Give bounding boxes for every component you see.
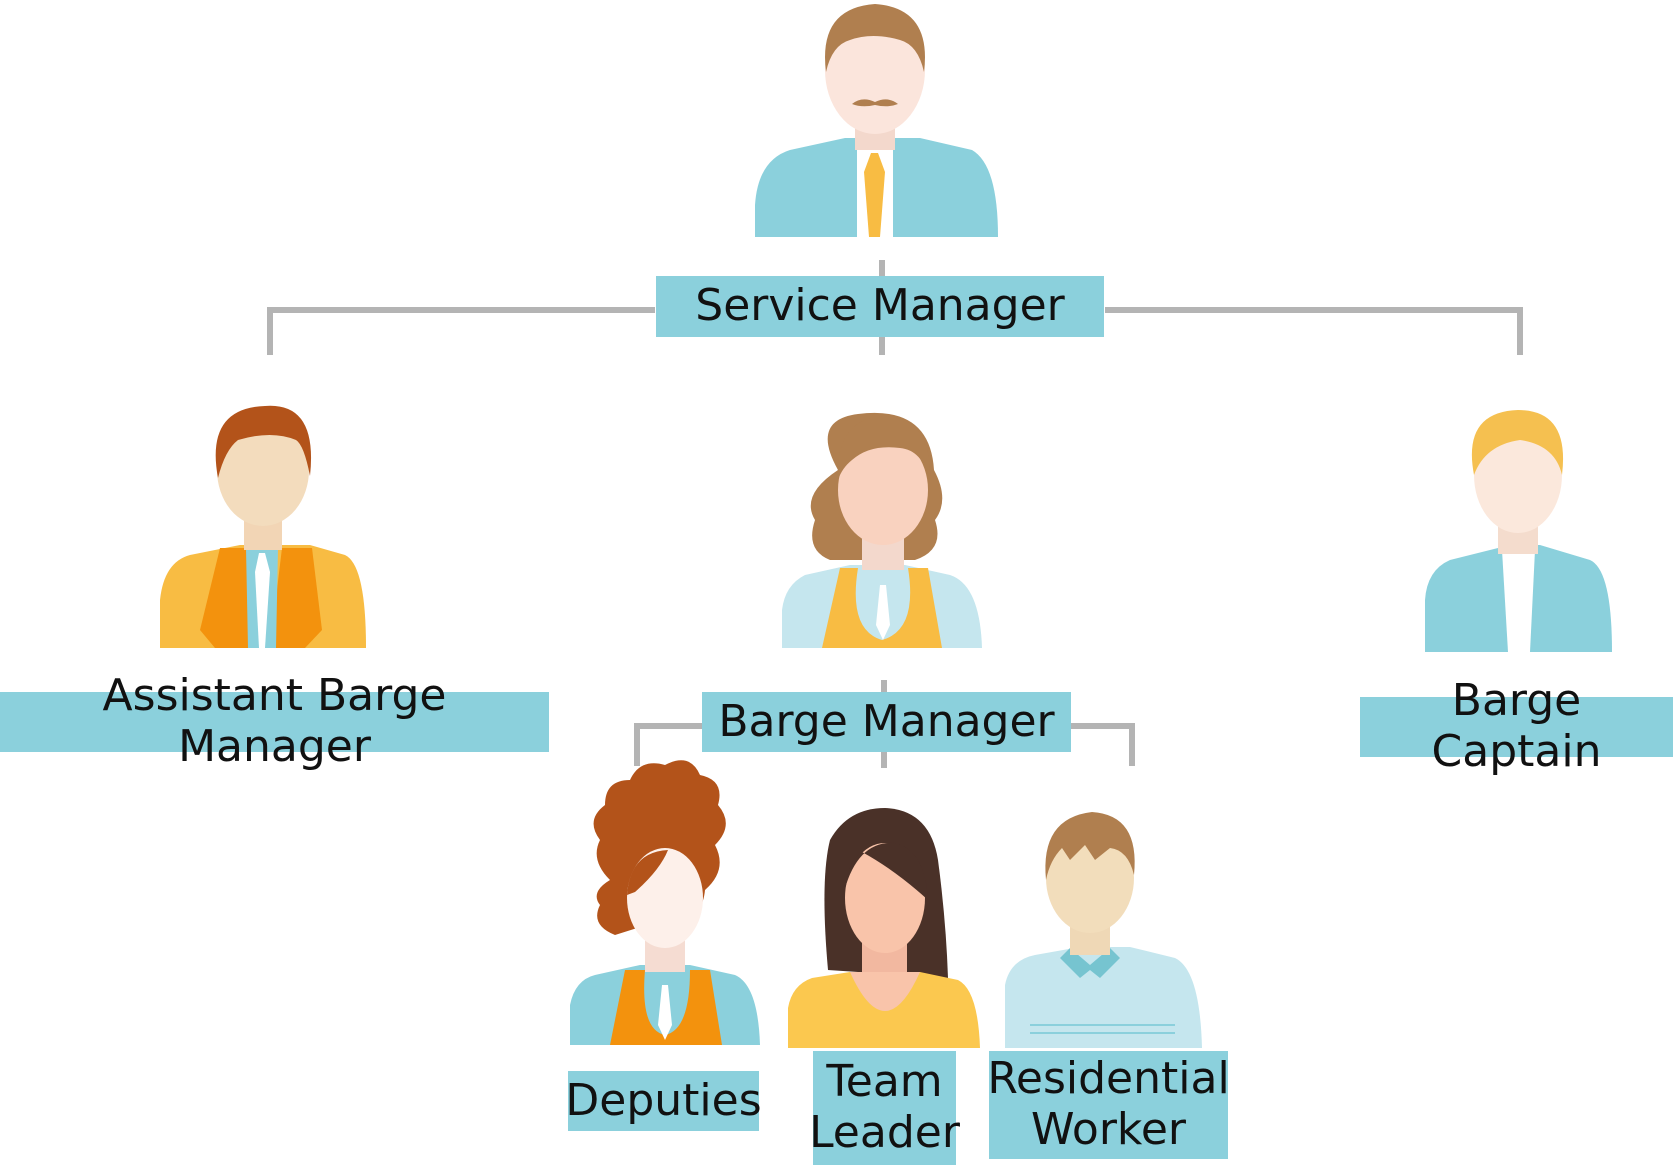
barge-manager-avatar: [782, 412, 982, 648]
hair: [1045, 812, 1135, 880]
tie: [255, 553, 270, 648]
connector-lines-top: [267, 260, 1523, 355]
service-manager-label: Service Manager: [656, 276, 1104, 337]
barge-manager-text: Barge Manager: [718, 695, 1055, 747]
team-leader-text-line2: Leader: [809, 1107, 960, 1158]
team-leader-avatar: [788, 808, 980, 1048]
deputies-label: Deputies: [565, 1071, 762, 1131]
neckline: [850, 972, 920, 1011]
bangs: [842, 842, 928, 900]
tie: [876, 585, 890, 640]
connector-barge-to-deputies: [634, 723, 702, 766]
face: [217, 414, 309, 526]
vest-right: [270, 548, 322, 648]
hair: [215, 405, 312, 478]
shirt: [1502, 550, 1535, 652]
residential-worker-text-line1: Residential: [987, 1053, 1230, 1105]
connector-lines-bottom: [634, 680, 1135, 768]
assistant-barge-manager-label: Assistant Barge Manager: [0, 671, 549, 772]
deputies-avatar: [570, 760, 760, 1045]
vest: [822, 568, 942, 648]
barge-captain-label: Barge Captain: [1360, 676, 1673, 777]
hair-sweep: [627, 850, 668, 895]
tie: [864, 153, 885, 237]
residential-worker-avatar: [1005, 812, 1202, 1048]
hair-top: [837, 416, 931, 480]
connector-service-to-assistant: [267, 307, 655, 355]
service-manager-avatar: [755, 4, 998, 237]
face: [838, 435, 928, 545]
barge-captain-text: Barge Captain: [1431, 675, 1602, 777]
service-manager-text: Service Manager: [695, 280, 1065, 332]
residential-worker-text-line2: Worker: [1030, 1104, 1186, 1155]
team-leader-label: Team Leader: [809, 1051, 960, 1165]
deputies-text: Deputies: [565, 1074, 762, 1126]
barge-captain-avatar: [1425, 410, 1612, 652]
assistant-barge-manager-avatar: [160, 405, 366, 648]
tie: [658, 985, 672, 1040]
barge-manager-label: Barge Manager: [702, 692, 1071, 752]
connector-service-to-captain: [1105, 307, 1523, 355]
hair: [1471, 410, 1564, 475]
assistant-barge-manager-text: Assistant Barge Manager: [102, 670, 447, 772]
mustache: [852, 99, 898, 107]
vest: [610, 970, 722, 1045]
vest-left: [200, 548, 258, 648]
hair: [825, 4, 925, 72]
connector-barge-to-worker: [1071, 723, 1135, 766]
collar: [1060, 948, 1120, 978]
residential-worker-label: Residential Worker: [987, 1051, 1230, 1159]
sweater: [1005, 947, 1202, 1048]
team-leader-text-line1: Team: [826, 1056, 943, 1108]
